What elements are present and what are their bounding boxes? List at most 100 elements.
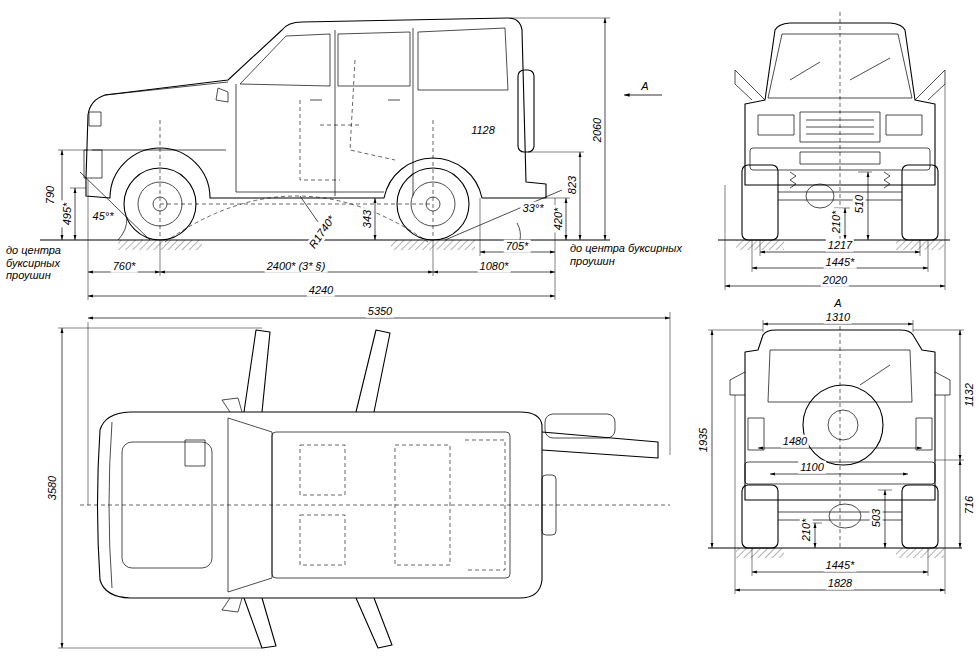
front-dimensions-path xyxy=(845,208,846,240)
rear-view-rect xyxy=(902,485,938,548)
side-view-path xyxy=(310,100,400,101)
dimension-label: 495* xyxy=(61,201,74,228)
top-dimensions-path xyxy=(88,312,670,505)
top-view-rect xyxy=(185,440,205,466)
dimension-label: 790 xyxy=(44,184,57,206)
top-view-path xyxy=(244,598,276,648)
side-dimensions-path xyxy=(88,180,555,300)
dimension-label: 1080* xyxy=(478,260,511,273)
rear-dimensions-path xyxy=(763,324,913,325)
top-view-path xyxy=(542,432,658,458)
side-view-path xyxy=(92,82,228,150)
side-view-path xyxy=(240,34,330,86)
front-view-rect xyxy=(886,115,922,135)
note-label: до центра буксирных проушин xyxy=(568,242,692,267)
side-view-path xyxy=(236,28,413,196)
dimension-label: 1935 xyxy=(697,426,710,454)
dimension-label: 1217 xyxy=(826,239,854,252)
side-dimensions-path xyxy=(580,152,581,240)
side-dimensions-path xyxy=(118,217,127,240)
rear-dimensions-path xyxy=(708,330,964,460)
side-dimensions-path xyxy=(517,223,520,240)
top-dimensions-path xyxy=(88,318,670,319)
rear-dimensions-path xyxy=(770,474,908,475)
side-dimensions-path xyxy=(80,172,150,240)
rear-dimensions-path xyxy=(735,395,945,594)
dimension-label: 33°* xyxy=(521,202,546,215)
dimension-label: 1445* xyxy=(824,559,857,572)
side-dimensions-path xyxy=(528,152,584,198)
dimension-label: 210* xyxy=(830,209,843,236)
rear-view-path xyxy=(840,326,841,548)
side-view-rect xyxy=(89,112,101,126)
top-dimensions xyxy=(58,312,670,648)
front-dimensions-path xyxy=(725,84,945,290)
side-dimensions-path xyxy=(165,196,428,242)
dimension-label: 343 xyxy=(361,208,374,230)
dimension-label: 2060 xyxy=(591,116,604,144)
dimension-label: 705* xyxy=(504,240,531,253)
top-dimensions-path xyxy=(58,328,262,648)
top-view-path xyxy=(244,330,270,412)
rear-view xyxy=(708,326,962,558)
rear-view-ellipse xyxy=(829,504,861,528)
dimension-label: 716 xyxy=(963,494,976,516)
top-view-path xyxy=(222,398,242,612)
side-dimensions-path xyxy=(300,196,318,222)
rear-view-path xyxy=(708,548,962,549)
side-dimensions-path xyxy=(510,18,610,19)
note-label: до центра буксирных проушин xyxy=(4,244,86,282)
rear-dimensions-path xyxy=(885,490,886,548)
side-view-rect xyxy=(518,70,534,152)
dimension-label: 1480 xyxy=(781,435,809,448)
dimension-label: 1100 xyxy=(798,461,826,474)
side-dimensions-path xyxy=(375,198,376,240)
dimension-label: 420* xyxy=(552,206,565,233)
dimension-label: 210* xyxy=(800,517,813,544)
side-view-path xyxy=(418,28,508,90)
side-dimensions-path xyxy=(605,18,606,240)
dimension-label: 1132 xyxy=(963,381,976,409)
rear-view-circle xyxy=(828,410,858,440)
dimension-label: 45°* xyxy=(91,210,116,223)
front-view-path xyxy=(840,12,841,240)
side-view-path xyxy=(160,120,433,240)
dimension-label: 4240 xyxy=(307,284,335,297)
rear-dimensions-path xyxy=(735,590,945,591)
top-view-path xyxy=(356,598,392,648)
dimension-label: 503 xyxy=(870,507,883,529)
front-view xyxy=(718,12,950,250)
front-view-rect xyxy=(742,165,778,240)
rear-dimensions-path xyxy=(815,523,816,548)
rear-view-circle xyxy=(803,385,883,465)
rear-view-rect xyxy=(736,548,784,558)
side-view-rect xyxy=(84,150,102,178)
top-dimensions-path xyxy=(62,328,63,648)
side-view-path xyxy=(216,88,228,102)
dimension-label: 2020 xyxy=(821,274,849,287)
dimension-label: 1310 xyxy=(824,311,852,324)
side-dimensions-path xyxy=(624,95,662,96)
front-view-rect xyxy=(902,165,938,240)
rear-view-path xyxy=(860,365,890,385)
side-view-path xyxy=(300,60,395,180)
dimension-label: 3580 xyxy=(46,474,59,502)
dimension-label: 823 xyxy=(566,174,579,196)
rear-view-rect xyxy=(916,418,932,450)
rear-view-rect xyxy=(748,418,764,450)
side-dimensions-path xyxy=(58,150,88,188)
dimension-label: 760* xyxy=(111,260,138,273)
side-dimensions-path xyxy=(75,188,76,240)
rear-dimensions-path xyxy=(758,448,922,449)
rear-view-rect xyxy=(742,485,778,548)
rear-dimensions-path xyxy=(960,460,961,548)
top-view-rect xyxy=(545,414,615,438)
rear-dimensions-path xyxy=(712,330,713,548)
top-view-path xyxy=(356,330,390,412)
front-view-rect xyxy=(758,115,794,135)
front-dimensions-path xyxy=(868,172,869,240)
side-dimensions-path xyxy=(445,190,562,240)
front-view-ellipse xyxy=(806,184,834,208)
rear-dimensions xyxy=(708,320,964,594)
